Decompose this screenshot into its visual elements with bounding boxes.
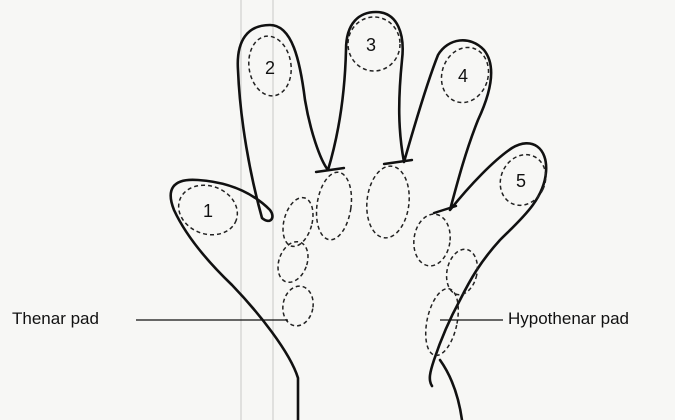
interdigital-pad <box>312 170 355 242</box>
palmar-pad <box>273 237 314 286</box>
thenar-pad-label: Thenar pad <box>12 309 99 329</box>
hypothenar-pad-label: Hypothenar pad <box>508 309 629 329</box>
hand-outline <box>171 12 546 420</box>
digit-number-2: 2 <box>265 58 275 78</box>
digit-number-1: 1 <box>203 201 213 221</box>
digit-number-3: 3 <box>366 35 376 55</box>
interdigital-pad <box>363 164 412 240</box>
hypothenar-pad <box>420 286 463 359</box>
crease-middle <box>384 160 412 164</box>
digit-number-4: 4 <box>458 66 468 86</box>
interdigital-pad <box>411 212 454 269</box>
crease-index <box>316 168 344 172</box>
wrist-right-edge <box>440 360 462 420</box>
crease-ring <box>434 206 456 213</box>
thenar-pad <box>280 284 316 329</box>
digit-number-5: 5 <box>516 171 526 191</box>
